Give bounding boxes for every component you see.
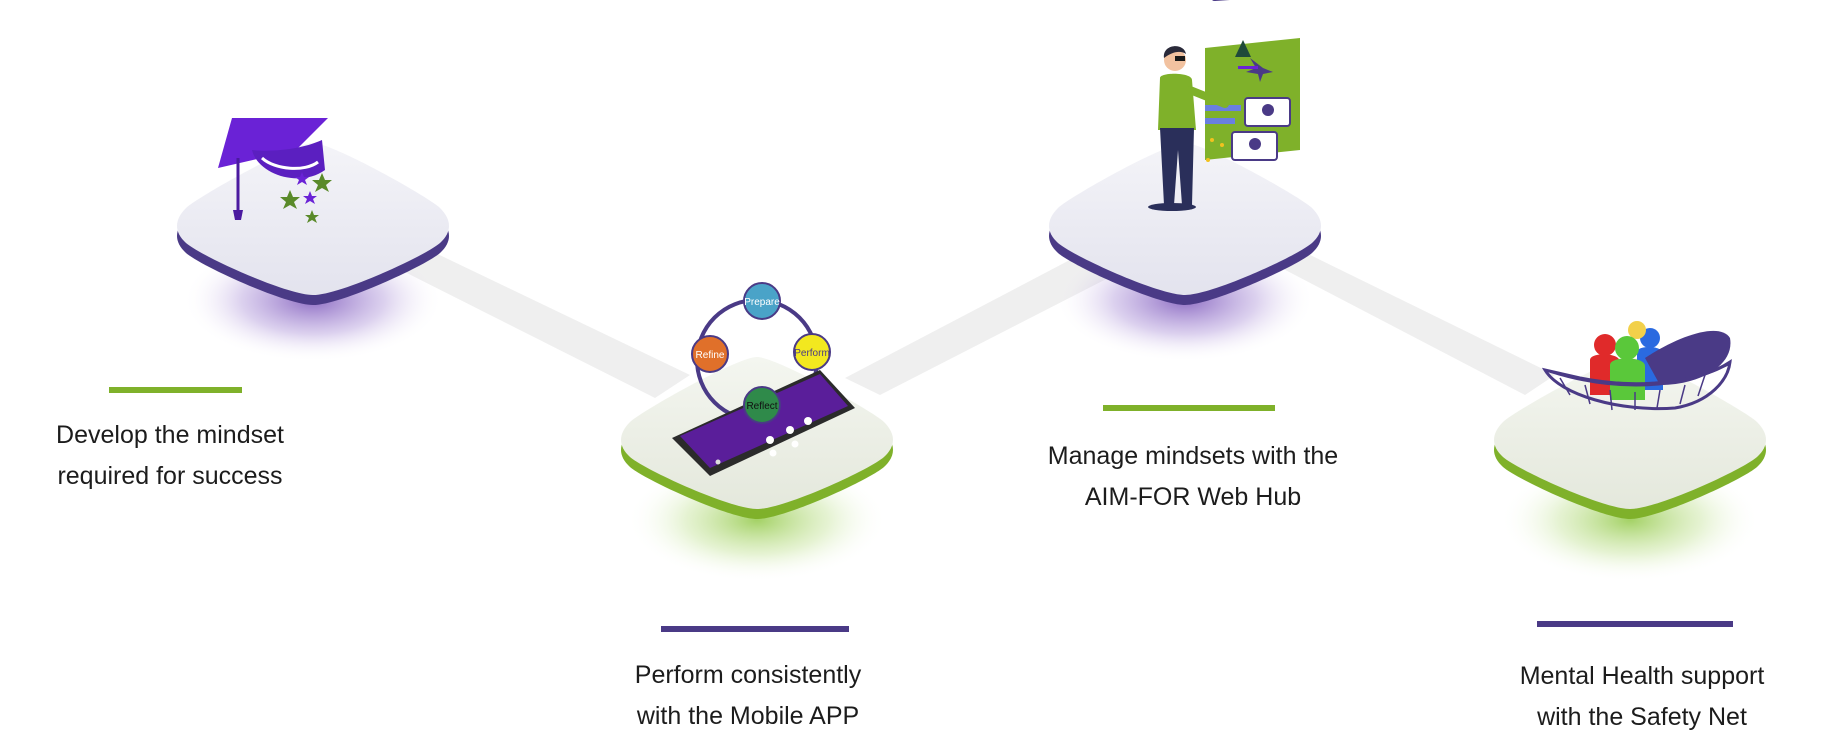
connector-2-3: [845, 252, 1120, 395]
caption-safety-line-1: Mental Health support: [1519, 662, 1765, 690]
caption-safety: Mental Health support with the Safety Ne…: [1492, 656, 1792, 738]
cycle-label-perform: Perform: [794, 348, 830, 359]
cycle-node-refine: Refine: [691, 335, 729, 373]
cycle-node-perform: Perform: [793, 333, 831, 371]
caption-develop-line-1: Develop the mindset: [56, 421, 284, 449]
tile-develop: [177, 143, 449, 305]
cycle-label-reflect: Reflect: [746, 401, 777, 412]
cycle-label-refine: Refine: [696, 350, 725, 361]
caption-develop: Develop the mindset required for success: [20, 415, 320, 497]
accent-rule-develop: [109, 387, 242, 393]
cycle-node-reflect: Reflect: [743, 386, 781, 424]
tile-manage: [1049, 143, 1321, 305]
caption-manage-line-2: AIM-FOR Web Hub: [1084, 483, 1302, 511]
caption-safety-line-2: with the Safety Net: [1537, 703, 1747, 731]
connector-1-2: [385, 248, 690, 398]
caption-manage-line-1: Manage mindsets with the: [1047, 442, 1339, 470]
caption-develop-line-2: required for success: [57, 462, 283, 490]
connectors: [385, 248, 1555, 398]
mobile-tablet-icon: Prepare Perform Reflect Refine: [672, 282, 855, 476]
caption-perform-line-1: Perform consistently: [634, 661, 862, 689]
accent-rule-safety: [1537, 621, 1733, 627]
caption-manage: Manage mindsets with the AIM-FOR Web Hub: [1013, 436, 1373, 518]
accent-rule-perform: [661, 626, 849, 632]
cycle-node-prepare: Prepare: [743, 282, 781, 320]
web-hub-presenter-icon: [1148, 0, 1300, 211]
connector-3-4: [1270, 250, 1555, 395]
caption-perform: Perform consistently with the Mobile APP: [598, 655, 898, 737]
accent-rule-manage: [1103, 405, 1275, 411]
caption-perform-line-2: with the Mobile APP: [636, 702, 860, 730]
graduation-cap-icon: [218, 118, 332, 223]
safety-net-people-icon: [1541, 321, 1732, 411]
cycle-label-prepare: Prepare: [744, 297, 780, 308]
